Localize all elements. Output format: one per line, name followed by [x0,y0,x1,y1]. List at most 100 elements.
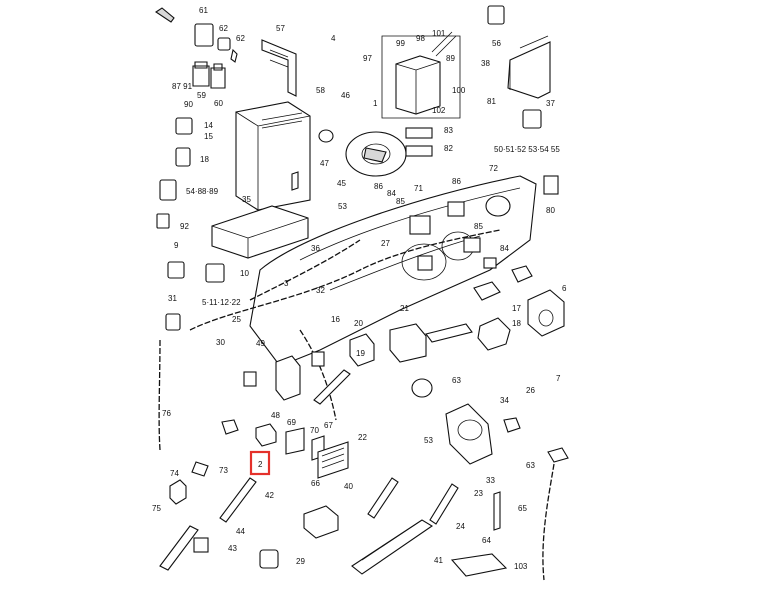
callout-20: 20 [354,319,363,328]
callout-100: 100 [452,86,466,95]
part-key-3 [473,281,501,301]
part-sensor-23 [429,483,459,525]
callout-103: 103 [514,562,528,571]
part-switch-21 [389,323,427,363]
callout-46: 46 [341,91,350,100]
callout-47: 47 [320,159,329,168]
callout-82: 82 [444,144,453,153]
part-connector-2 [255,423,277,447]
callout-17: 17 [512,304,521,313]
callout-71: 71 [414,184,423,193]
callout-18b: 18 [512,319,521,328]
highlight-label: 2 [258,460,263,469]
callout-14: 14 [204,121,213,130]
part-relay-61 [194,23,214,47]
part-relay-62 [217,37,231,51]
part-grommet-47 [318,129,334,143]
part-harness-63 [542,463,555,581]
callout-48: 48 [271,411,280,420]
callout-67: 67 [324,421,333,430]
part-sensor-42 [219,477,257,523]
callout-27: 27 [381,239,390,248]
part-relay-60 [210,63,226,89]
part-stalk-21 [425,323,473,343]
part-switch-20 [349,333,375,367]
part-harness-76 [158,339,161,451]
highlight-box [249,450,271,476]
callout-75: 75 [152,504,161,513]
callout-43: 43 [228,544,237,553]
callout-26: 26 [526,386,535,395]
part-grommet-73 [191,461,209,477]
part-bracket-75 [169,479,187,505]
part-relay-10 [205,263,225,283]
part-relay-50 [522,109,542,129]
callout-63a: 63 [452,376,461,385]
part-plug-2 [221,419,239,435]
callout-37: 37 [546,99,555,108]
part-meter-48 [275,355,301,401]
part-switch-27 [417,255,433,271]
callout-74: 74 [170,469,179,478]
callout-84a: 84 [387,189,396,198]
part-relay-92 [156,213,170,229]
callout-8791: 87 91 [172,82,193,91]
callout-32: 32 [316,286,325,295]
part-lock-cylinder [511,265,533,283]
callout-49: 49 [256,339,265,348]
callout-63b: 63 [526,461,535,470]
part-bracket-57 [261,39,297,97]
part-bracket-37 [507,41,551,99]
part-relay-9 [167,261,185,279]
part-arrow-clip [155,7,175,23]
callout-53b: 53 [424,436,433,445]
part-instrument-panel [249,175,537,367]
callout-61: 61 [199,6,208,15]
part-label-82 [405,145,433,157]
part-switch-80 [543,175,559,195]
callout-36: 36 [311,244,320,253]
callout-97: 97 [363,54,372,63]
callout-24: 24 [456,522,465,531]
callout-18: 18 [200,155,209,164]
callout-45: 45 [337,179,346,188]
part-switch-17 [477,317,511,351]
part-bracket-41 [351,519,434,575]
callout-22: 22 [358,433,367,442]
callout-62b: 62 [236,34,245,43]
callout-57: 57 [276,24,285,33]
callout-70: 70 [310,426,319,435]
callout-86a: 86 [374,182,383,191]
part-bracket-35 [211,205,309,259]
callout-84b: 84 [500,244,509,253]
part-relay-56 [487,5,505,25]
part-relay-18 [175,147,191,167]
callout-19: 19 [356,349,365,358]
part-relay-49b [311,351,325,367]
callout-90: 90 [184,100,193,109]
callout-76: 76 [162,409,171,418]
part-bracket-66 [303,505,339,539]
callout-5111222: 5·11·12·22 [202,298,241,307]
callout-3: 3 [284,279,289,288]
callout-6: 6 [562,284,567,293]
callout-30: 30 [216,338,225,347]
callout-83: 83 [444,126,453,135]
callout-23: 23 [474,489,483,498]
callout-53: 53 [338,202,347,211]
callout-10: 10 [240,269,249,278]
part-cover-64 [450,553,508,577]
part-rod-65 [493,491,501,531]
part-bracket-43 [159,525,199,571]
part-relay-29 [259,549,279,569]
part-switch-84 [483,257,497,269]
callout-16: 16 [331,315,340,324]
part-module-99 [395,55,441,115]
part-relay-14 [175,117,193,135]
part-relay-54 [159,179,177,201]
callout-1: 1 [373,99,378,108]
callout-69: 69 [287,418,296,427]
callout-64: 64 [482,536,491,545]
